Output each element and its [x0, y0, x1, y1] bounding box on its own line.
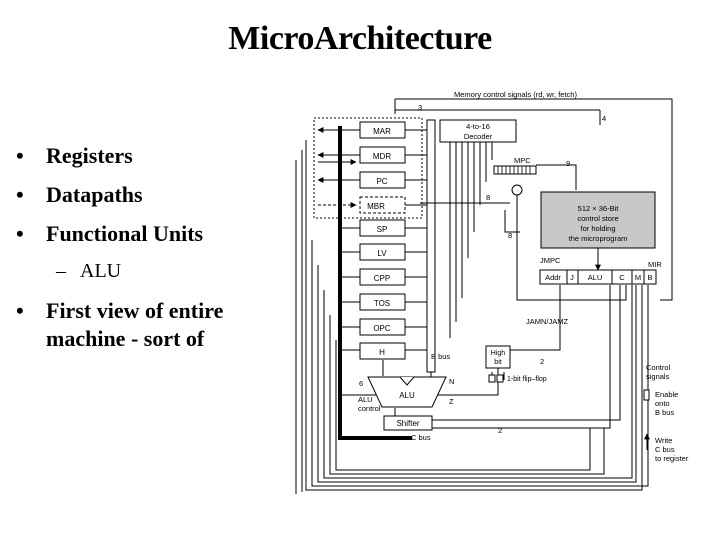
decoder-label-1: 4-to-16	[466, 122, 490, 131]
mpc-register: MPC	[493, 156, 537, 196]
decoder-block: 4-to-16 Decoder	[439, 119, 517, 143]
label-4: 4	[602, 114, 606, 123]
alu-control-line-1: ALU	[358, 395, 373, 404]
legend-title-1: Control	[646, 363, 671, 372]
bullet-dot: •	[16, 143, 24, 168]
label-2b: 2	[498, 426, 502, 435]
enable-symbol-icon	[643, 389, 650, 401]
register-column: MAR MDR PC MBR SP LV CPP TOS OPC H	[359, 121, 406, 360]
sub-bullet-alu: – ALU	[16, 259, 296, 283]
b-bus-label: B bus	[431, 352, 450, 361]
label-8a: 8	[486, 193, 490, 202]
bullet-text: Functional Units	[46, 221, 204, 246]
legend-title-2: signals	[646, 372, 670, 381]
legend-write-3: to register	[655, 454, 689, 463]
label-3: 3	[418, 103, 422, 112]
memory-signals-label: Memory control signals (rd, wr, fetch)	[454, 90, 577, 99]
sub-bullet-text: ALU	[80, 260, 122, 282]
z-label: Z	[449, 397, 454, 406]
register-h: H	[379, 348, 385, 357]
c-bus-label: C bus	[411, 433, 431, 442]
slide-title: MicroArchitecture	[228, 20, 492, 57]
control-store-line-1: 512 × 36-Bit	[578, 204, 620, 213]
register-mar: MAR	[373, 127, 391, 136]
register-pc: PC	[376, 177, 387, 186]
mir-field-j: J	[570, 273, 574, 282]
jmpc-label: JMPC	[540, 256, 561, 265]
diagram-labels: Memory control signals (rd, wr, fetch) 3…	[358, 90, 606, 442]
legend-write-1: Write	[655, 436, 672, 445]
high-bit-block: High bit 1-bit flip–flop	[485, 345, 547, 383]
jamn-label: JAMN/JAMZ	[526, 317, 569, 326]
flipflop-label: 1-bit flip–flop	[507, 376, 547, 383]
bullet-dot: •	[16, 182, 24, 207]
register-tos: TOS	[374, 299, 390, 308]
control-store-line-4: the microprogram	[569, 234, 628, 243]
n-label: N	[449, 377, 454, 386]
mir-label: MIR	[648, 260, 662, 269]
control-store-line-2: control store	[577, 214, 618, 223]
mir-register: Addr J ALU C M B MIR JMPC	[539, 256, 662, 285]
mir-field-addr: Addr	[545, 273, 561, 282]
mir-field-c: C	[619, 273, 625, 282]
alu-control-line-2: control	[358, 404, 381, 413]
bullet-text: First view of entire machine - sort of	[46, 298, 224, 351]
control-store: 512 × 36-Bit control store for holding t…	[540, 191, 656, 249]
alu-label: ALU	[399, 391, 415, 400]
legend-write-2: C bus	[655, 445, 675, 454]
bullet-functional-units: • Functional Units	[16, 220, 296, 248]
register-mdr: MDR	[373, 152, 391, 161]
sub-bullet-dash: –	[56, 260, 66, 282]
mpc-label: MPC	[514, 156, 531, 165]
register-opc: OPC	[373, 324, 391, 333]
legend-enable-3: B bus	[655, 408, 674, 417]
control-signals-legend: Control signals Enable onto B bus Write …	[643, 363, 689, 463]
high-bit-line-1: High	[491, 350, 506, 357]
bullet-dot: •	[16, 298, 24, 323]
bullet-datapaths: • Datapaths	[16, 181, 296, 209]
bullet-list: • Registers • Datapaths • Functional Uni…	[16, 142, 296, 364]
shifter-label: Shifter	[396, 419, 419, 428]
register-sp: SP	[377, 225, 388, 234]
decoder-label-2: Decoder	[464, 132, 493, 141]
legend-enable-1: Enable	[655, 390, 678, 399]
label-2a: 2	[540, 357, 544, 366]
legend-enable-2: onto	[655, 399, 670, 408]
high-bit-line-2: bit	[494, 359, 501, 366]
alu-block: ALU Shifter	[367, 376, 447, 431]
mir-field-alu: ALU	[588, 273, 603, 282]
diagram-wires	[295, 98, 673, 494]
register-cpp: CPP	[374, 274, 390, 283]
mir-field-m: M	[635, 273, 641, 282]
bullet-first-view: • First view of entire machine - sort of	[16, 297, 296, 353]
mir-field-b: B	[647, 273, 652, 282]
bullet-dot: •	[16, 221, 24, 246]
label-8b: 8	[508, 231, 512, 240]
label-9: 9	[566, 159, 570, 168]
bullet-text: Datapaths	[46, 182, 143, 207]
label-6: 6	[359, 379, 363, 388]
register-mbr: MBR	[367, 202, 385, 211]
control-store-line-3: for holding	[580, 224, 615, 233]
register-lv: LV	[377, 249, 387, 258]
bullet-text: Registers	[46, 143, 133, 168]
bullet-registers: • Registers	[16, 142, 296, 170]
